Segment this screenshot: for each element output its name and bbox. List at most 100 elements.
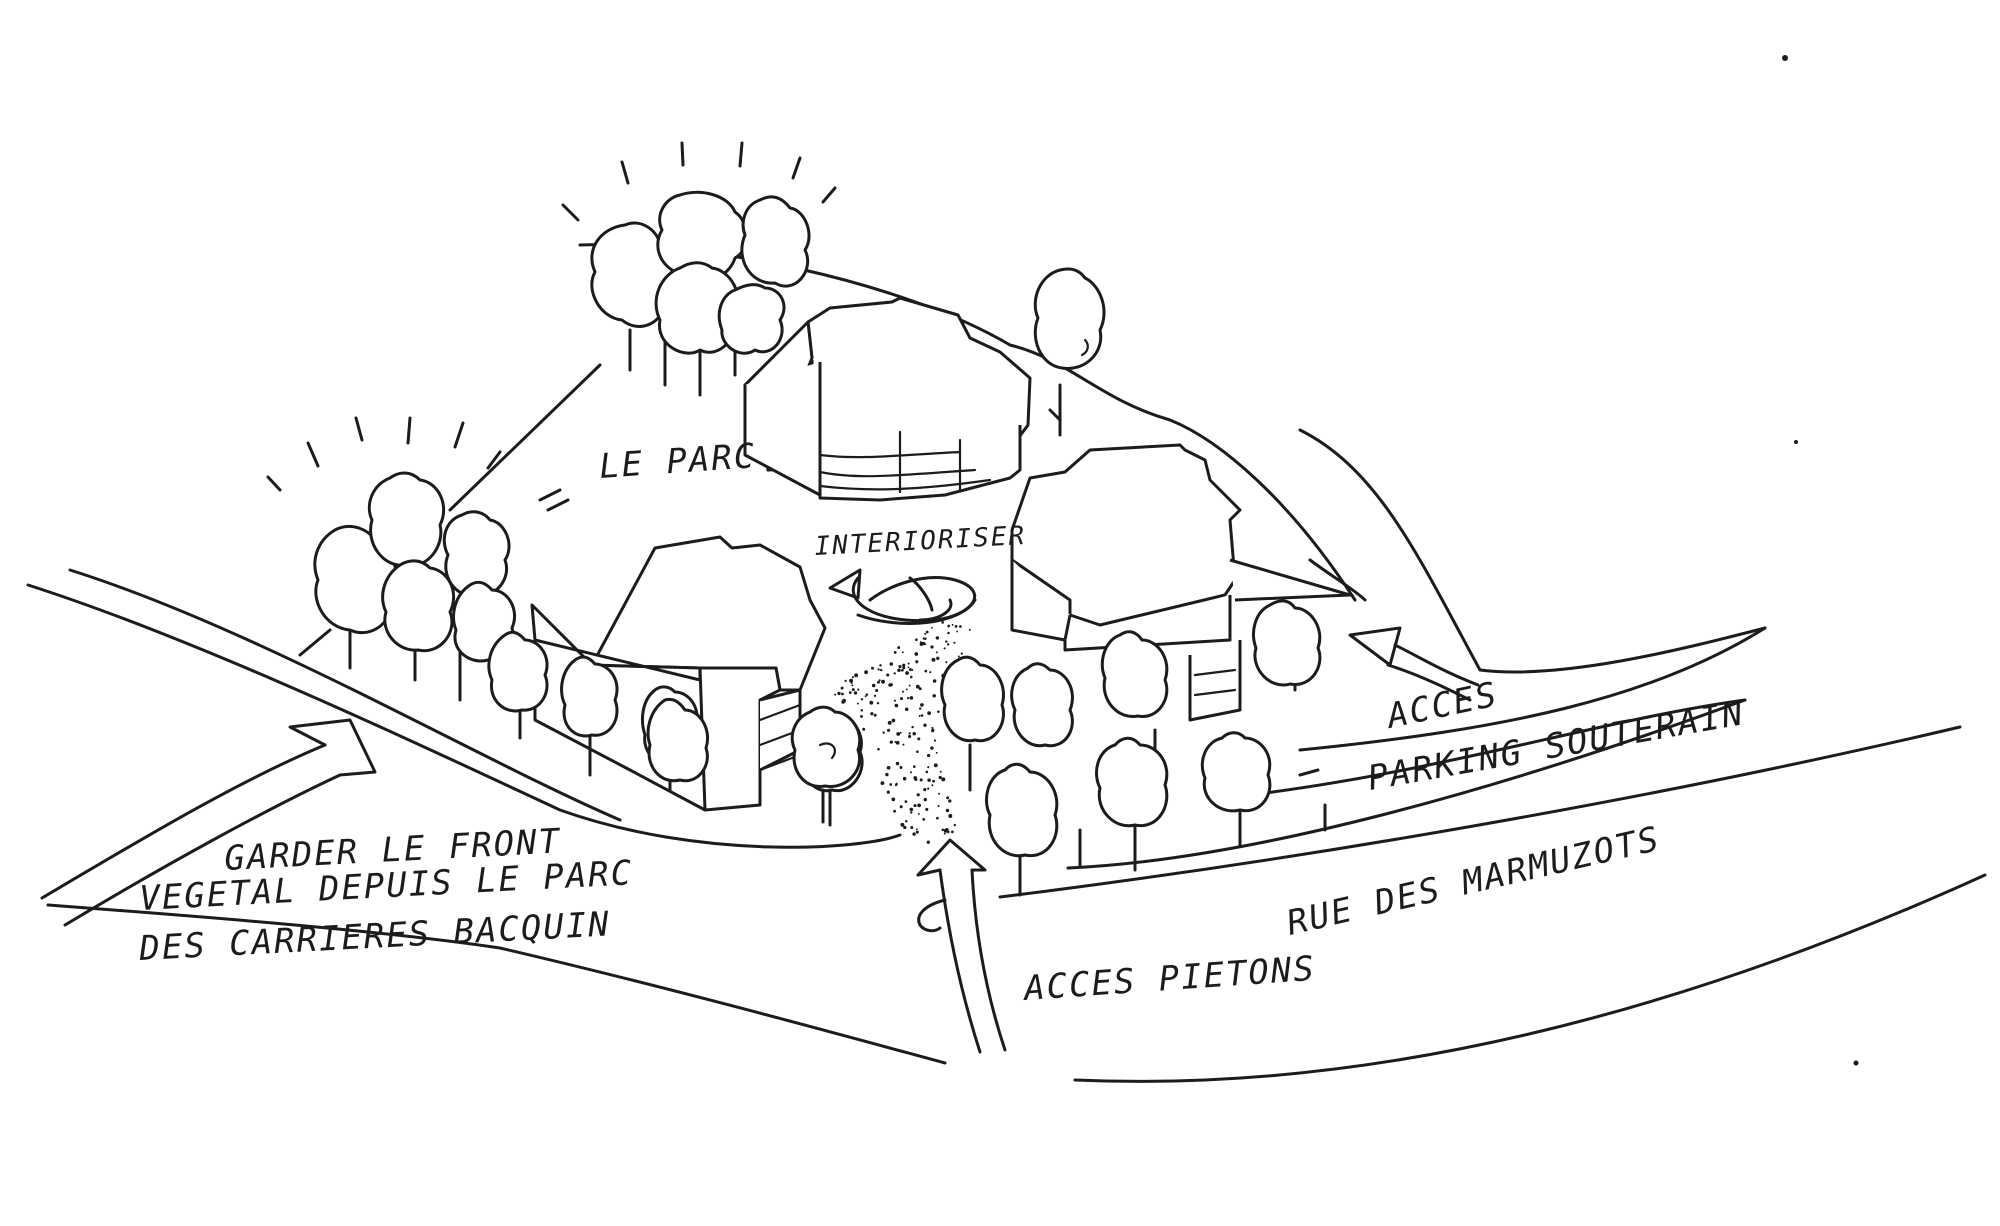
stipple-dot [930, 746, 934, 750]
stipple-dot [901, 690, 905, 693]
stipple-dot [932, 779, 935, 783]
stipple-dot [910, 811, 913, 814]
stipple-dot [918, 714, 921, 717]
stipple-dot [862, 727, 866, 731]
label-le-parc: LE PARC [598, 436, 758, 487]
stipple-dot [938, 792, 941, 795]
stipple-dot [856, 702, 859, 705]
arrow-left-vegetal [40, 718, 377, 927]
stipple-dot [925, 630, 929, 634]
stipple-dot [932, 679, 937, 683]
stipple-dot [935, 636, 940, 640]
stipple-dot [937, 710, 940, 713]
stipple-dot [907, 666, 910, 669]
stipple-dot [851, 684, 854, 687]
stipple-dot [909, 696, 914, 700]
stipple-dot [880, 781, 885, 785]
stipple-dot [903, 825, 907, 830]
stipple-dot [913, 804, 917, 808]
tree-courtyard-west [790, 705, 862, 824]
swirl-arrow-icon [828, 568, 977, 625]
stipple-dot [931, 729, 935, 733]
stipple-dot [895, 740, 900, 745]
stipple-dot [931, 657, 936, 662]
stipple-dot [915, 684, 920, 689]
stipple-dot [927, 766, 930, 769]
speck [1782, 55, 1788, 61]
stipple-dot [834, 693, 837, 696]
stipple-dot [922, 818, 926, 821]
stipple-dot [886, 673, 890, 677]
tree-single-north [1033, 267, 1106, 437]
speck [1794, 440, 1798, 444]
sun-rays-left [266, 416, 570, 512]
stipple-dot [953, 823, 956, 827]
stipple-dot [913, 776, 917, 780]
stipple-dot [889, 662, 894, 666]
speck [1853, 1060, 1859, 1066]
stipple-dot [925, 770, 929, 774]
stipple-dot [877, 747, 880, 751]
building-north [743, 296, 1032, 502]
stipple-dot [908, 734, 912, 739]
stipple-dot [935, 751, 938, 754]
stipple-dot [920, 703, 924, 707]
stipple-dot [886, 790, 890, 794]
stipple-dot [918, 707, 922, 710]
stipple-dot [904, 800, 908, 803]
stipple-dot [915, 660, 919, 664]
stipple-dot [865, 693, 869, 696]
stipple-dot [920, 714, 924, 717]
stipple-dot [854, 673, 859, 678]
stipple-dot [887, 728, 891, 732]
stipple-dot [894, 703, 899, 708]
stipple-dot [948, 799, 952, 803]
stipple-dot [869, 700, 874, 705]
stipple-dot [860, 709, 864, 712]
stipple-dot [911, 668, 914, 671]
stipple-dot [887, 720, 892, 725]
stipple-dot [919, 641, 923, 644]
stipple-dot [916, 750, 919, 753]
stipple-dot [893, 650, 897, 654]
road-right [998, 626, 1987, 1083]
stipple-dot [882, 731, 885, 734]
stipple-dot [871, 683, 876, 688]
stipple-dot [957, 655, 960, 658]
stipple-dot [931, 626, 933, 629]
stipple-dot [925, 807, 929, 811]
stipple-dot [927, 787, 930, 790]
stipple-dot [953, 641, 956, 644]
label-acces-pietons: ACCES PIETONS [1021, 949, 1317, 1009]
stipple-dot [891, 797, 896, 802]
stipple-dot [932, 694, 936, 698]
stipple-dot [910, 675, 913, 679]
stipple-dot [968, 628, 971, 631]
stipple-dot [929, 671, 932, 674]
stipple-dot [936, 816, 939, 820]
stipple-dot [877, 668, 880, 671]
label-interioriser: INTERIORISER [814, 521, 1027, 562]
stipple-dot [876, 702, 880, 705]
stipple-dot [912, 832, 916, 836]
stipple-dot [927, 711, 932, 716]
stipple-dot [941, 621, 945, 624]
stipple-dot [905, 671, 909, 675]
stipple-dot [923, 723, 927, 727]
stipple-dot [908, 668, 912, 671]
stipple-dot [899, 731, 902, 734]
stipple-dot [889, 740, 893, 744]
stipple-dot [897, 668, 901, 673]
stipple-dot [909, 807, 914, 812]
stipple-dot [853, 691, 858, 695]
stipple-dot [907, 662, 910, 665]
stipple-dot [848, 691, 852, 694]
stipple-dot [923, 797, 927, 802]
stipple-dot [941, 828, 945, 832]
stipple-dot [857, 688, 860, 691]
stipple-dot [902, 776, 907, 781]
sun-rays-top [561, 141, 837, 222]
stipple-dot [910, 826, 914, 829]
stipple-dot [841, 692, 844, 696]
stipple-dot [924, 669, 928, 673]
